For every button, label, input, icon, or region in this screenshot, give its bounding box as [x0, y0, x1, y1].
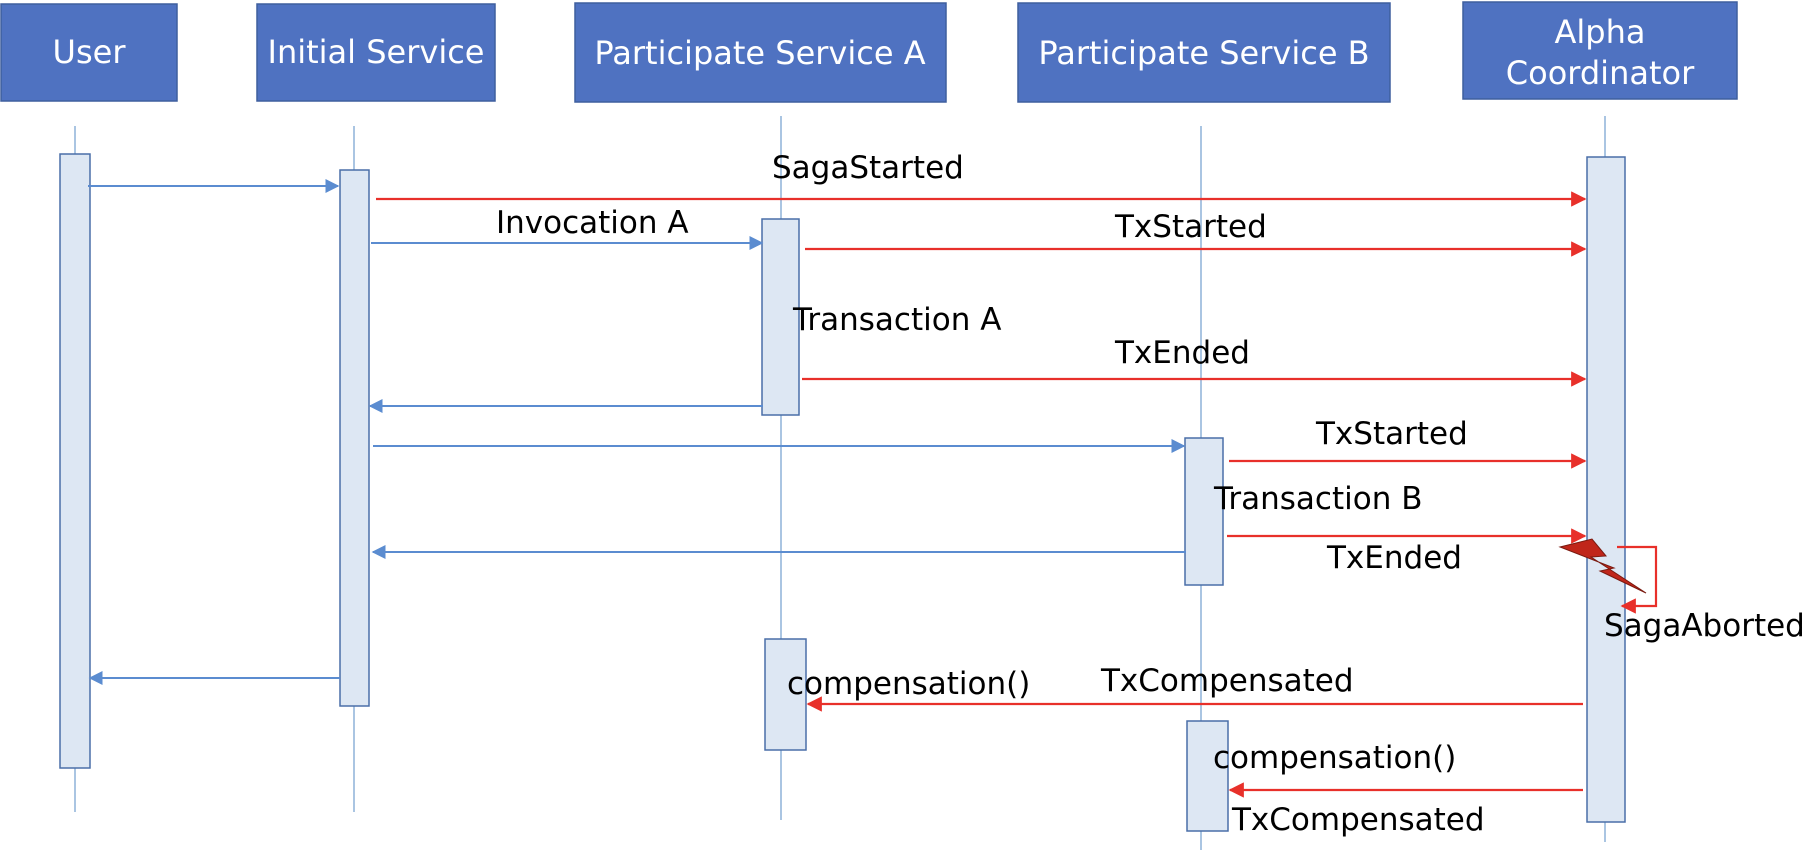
label-compensation-a: compensation() [787, 666, 1030, 702]
lightning-bolt-icon [1558, 538, 1647, 594]
label-compensation-b: compensation() [1213, 740, 1456, 776]
call-arrows [88, 179, 1186, 685]
participant-initial-service: Initial Service [256, 3, 496, 102]
participant-label-line-2: Coordinator [1506, 54, 1695, 92]
participant-box [1462, 1, 1738, 100]
participant-box [1017, 2, 1391, 103]
participant-service-a: Participate Service A [574, 2, 947, 103]
participant-label: Participate Service A [594, 34, 925, 72]
participant-box [0, 3, 178, 102]
activation-service-a-compensation [764, 638, 807, 751]
label-transaction-b: Transaction B [1213, 481, 1422, 517]
participant-label: User [53, 33, 127, 71]
event-arrows [376, 191, 1658, 798]
participant-label: Participate Service B [1038, 34, 1369, 72]
activation-initial-service [339, 169, 370, 707]
participant-box [574, 2, 947, 103]
participant-label-line-1: Alpha [1555, 13, 1646, 51]
label-tx-started-a: TxStarted [1114, 209, 1267, 245]
participant-box [256, 3, 496, 102]
participant-label: Initial Service [268, 33, 485, 71]
activation-service-b-transaction [1184, 437, 1224, 586]
participant-alpha-coordinator: Alpha Coordinator [1462, 1, 1738, 100]
label-tx-ended-b: TxEnded [1326, 540, 1462, 576]
saga-aborted-self-arrow [1617, 545, 1658, 614]
participant-user: User [0, 3, 178, 102]
label-transaction-a: Transaction A [792, 302, 1001, 338]
label-saga-started: SagaStarted [772, 150, 964, 186]
label-invocation-a: Invocation A [496, 205, 689, 241]
label-saga-aborted: SagaAborted [1604, 608, 1805, 644]
activation-user [59, 153, 91, 769]
activation-service-b-compensation [1186, 720, 1229, 832]
participant-service-b: Participate Service B [1017, 2, 1391, 103]
activations [59, 153, 1626, 832]
activation-alpha-coordinator [1586, 156, 1626, 823]
label-tx-ended-a: TxEnded [1114, 335, 1250, 371]
label-tx-started-b: TxStarted [1315, 416, 1468, 452]
label-tx-compensated-a: TxCompensated [1100, 663, 1354, 699]
activation-service-a-transaction [761, 218, 800, 416]
label-tx-compensated-b: TxCompensated [1231, 802, 1485, 838]
